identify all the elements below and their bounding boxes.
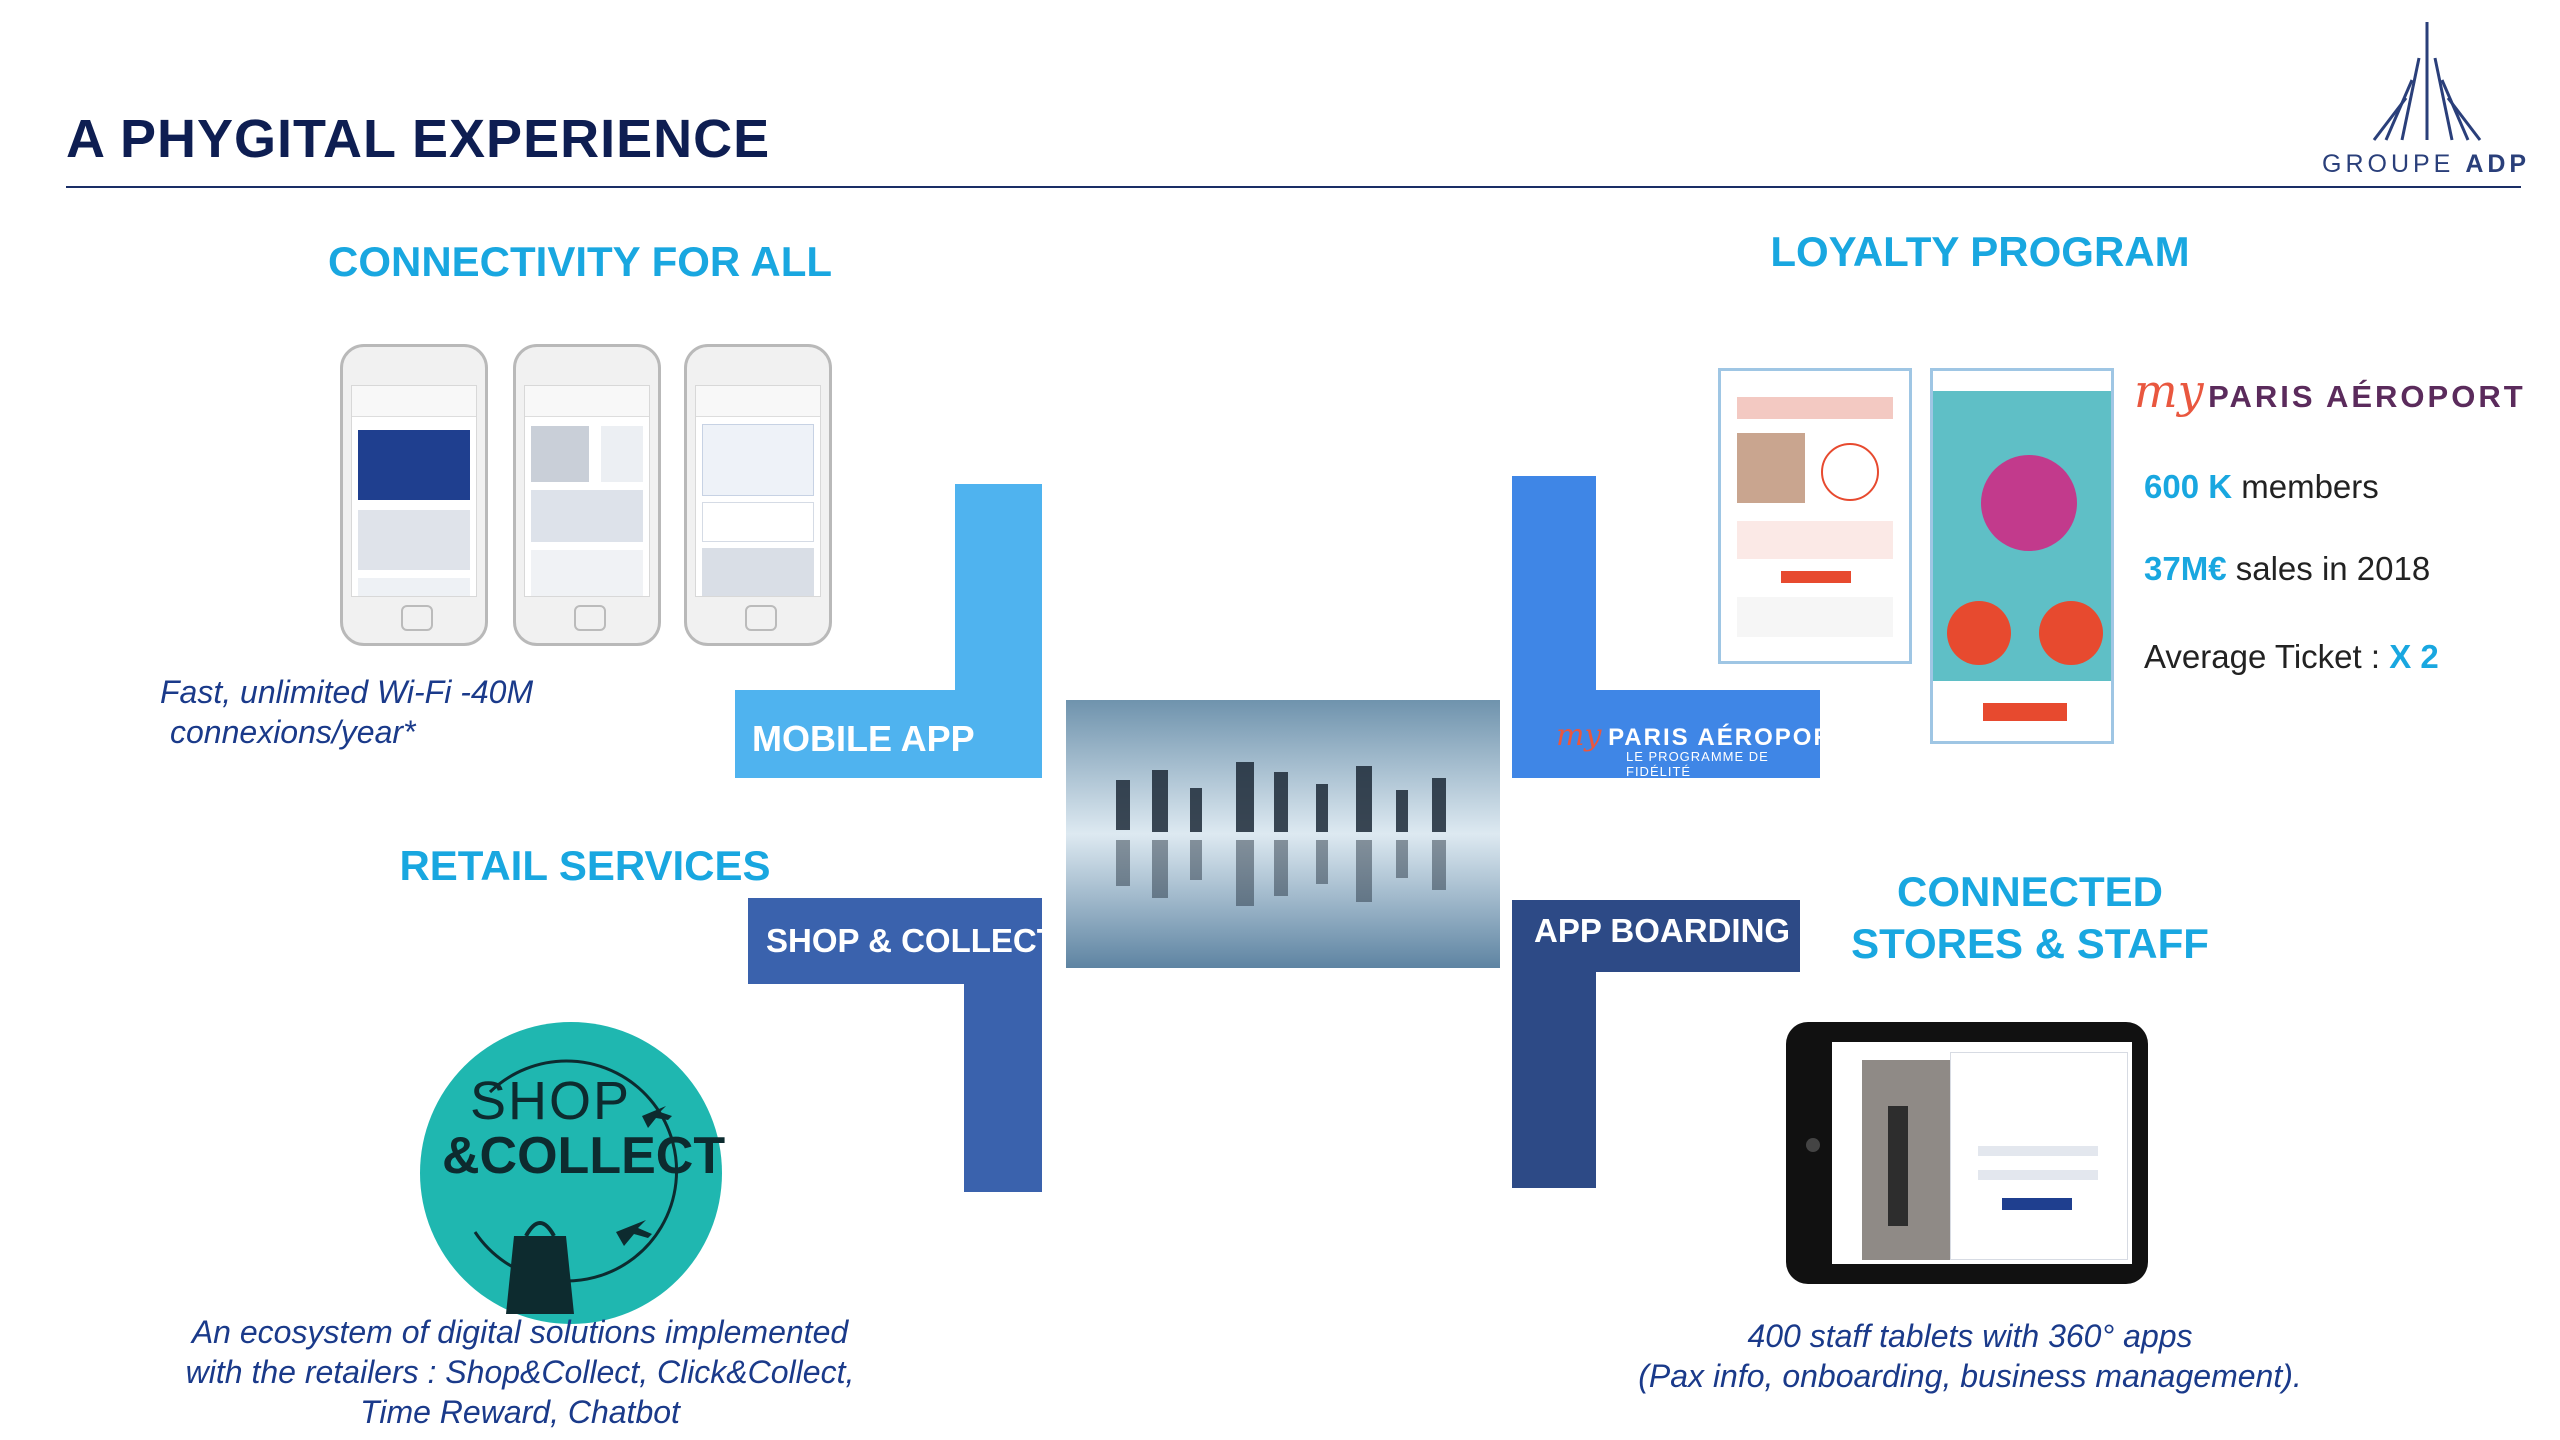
tablet-screen [1832, 1042, 2132, 1264]
retail-caption-line1: An ecosystem of digital solutions implem… [191, 1314, 849, 1350]
loyalty-promo-spring [1930, 368, 2114, 744]
retail-caption-line3: Time Reward, Chatbot [360, 1394, 680, 1430]
travellers-photo [1066, 700, 1500, 968]
staff-tablet [1786, 1022, 2148, 1284]
stores-title-line2: STORES & STAFF [1851, 920, 2209, 967]
phone-mockup-1 [340, 344, 488, 646]
shop-collect-logo-line2: &COLLECT [442, 1127, 726, 1185]
logo-word-groupe: GROUPE [2322, 150, 2455, 178]
loyalty-promo-parking [1718, 368, 1912, 664]
shop-collect-logo-line1: SHOP [470, 1071, 632, 1131]
loyalty-stat-members: 600 K members [2144, 468, 2379, 506]
members-label: members [2241, 468, 2379, 505]
loyalty-cross-name: PARIS AÉROPORT [1608, 724, 1850, 751]
loyalty-cross-sub: LE PROGRAMME DE FIDÉLITÉ [1626, 749, 1769, 779]
app-boarding-label: APP BOARDING [1534, 912, 1791, 949]
shop-collect-arc-icon [473, 1059, 678, 1314]
connectivity-title: CONNECTIVITY FOR ALL [328, 238, 832, 285]
stores-caption-line2: (Pax info, onboarding, business manageme… [1638, 1358, 2302, 1394]
sales-value: 37M€ [2144, 550, 2227, 587]
shop-collect-shape [748, 898, 1042, 1192]
sales-label: sales in 2018 [2235, 550, 2431, 587]
groupe-adp-logo-text: GROUPE ADP [2322, 150, 2530, 179]
loyalty-shape [1512, 476, 1820, 778]
loyalty-stat-ticket: Average Ticket : X 2 [2144, 638, 2439, 676]
connectivity-caption: Fast, unlimited Wi-Fi -40M connexions/ye… [160, 672, 533, 752]
connectivity-caption-line1: Fast, unlimited Wi-Fi -40M [160, 674, 534, 710]
loyalty-cross-logo: my PARIS AÉROPORT LE PROGRAMME DE FIDÉLI… [1556, 718, 1847, 779]
stores-title-line1: CONNECTED [1896, 868, 2163, 915]
groupe-adp-logo-icon [2372, 22, 2482, 141]
retail-caption: An ecosystem of digital solutions implem… [140, 1312, 900, 1432]
loyalty-stat-sales: 37M€ sales in 2018 [2144, 550, 2430, 588]
phone-mockup-2 [513, 344, 661, 646]
stores-caption-line1: 400 staff tablets with 360° apps [1747, 1318, 2193, 1354]
mobile-app-label: MOBILE APP [752, 718, 975, 759]
app-boarding-shape [1512, 900, 1800, 1188]
loyalty-brand-name: PARIS AÉROPORT [2208, 379, 2526, 414]
connectivity-caption-line2: connexions/year* [170, 714, 416, 750]
logo-word-adp: ADP [2465, 150, 2531, 178]
loyalty-brand-logo: my PARIS AÉROPORT [2134, 364, 2526, 418]
loyalty-title: LOYALTY PROGRAM [1770, 228, 2190, 275]
page-title: A PHYGITAL EXPERIENCE [66, 109, 771, 169]
stores-title: CONNECTED STORES & STAFF [1820, 866, 2240, 970]
shop-collect-label: SHOP & COLLECT [766, 922, 1057, 959]
ticket-label: Average Ticket : [2144, 638, 2381, 675]
retail-caption-line2: with the retailers : Shop&Collect, Click… [185, 1354, 855, 1390]
loyalty-brand-my: my [2134, 364, 2204, 418]
shop-collect-logo: SHOP &COLLECT [420, 1022, 726, 1324]
ticket-value: X 2 [2389, 638, 2439, 675]
title-underline [66, 186, 2521, 188]
members-value: 600 K [2144, 468, 2233, 505]
retail-title: RETAIL SERVICES [399, 842, 771, 889]
stores-caption: 400 staff tablets with 360° apps (Pax in… [1560, 1316, 2380, 1396]
mobile-app-shape [735, 484, 1042, 778]
phone-mockup-3 [684, 344, 832, 646]
loyalty-cross-my: my [1556, 718, 1602, 753]
